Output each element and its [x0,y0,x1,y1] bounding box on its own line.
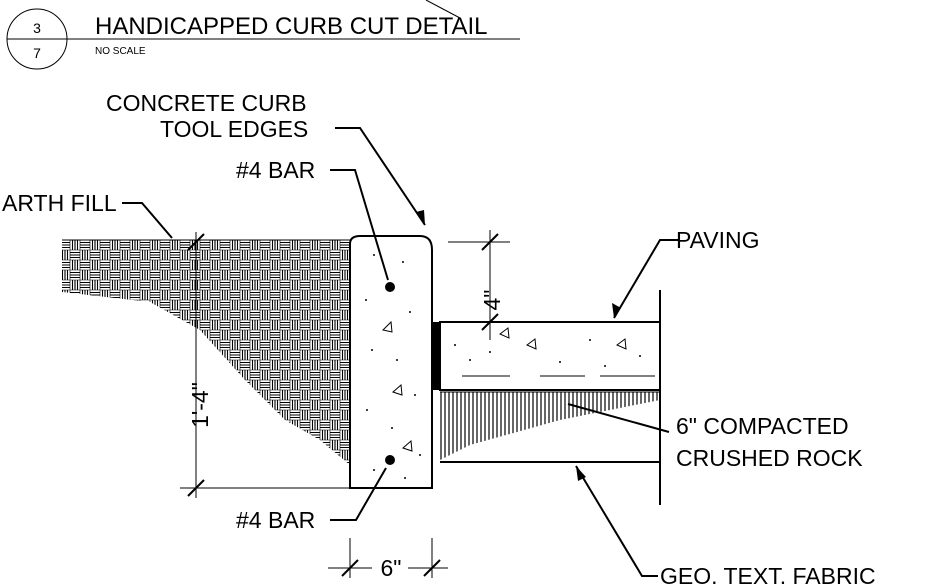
leader-bar-top [330,169,389,281]
paving-depth-value: 4" [479,290,505,311]
label-bar-bottom: #4 BAR [236,507,315,533]
earth-fill-hatch [62,240,350,465]
curb-concrete-aggregate [365,254,421,479]
paving-slab [439,321,661,391]
detail-title: HANDICAPPED CURB CUT DETAIL [95,13,488,40]
leaders [122,127,678,577]
leader-crushed-rock [567,403,670,433]
curb-height-value: 1'-4" [187,382,213,428]
crushed-rock-base [440,392,660,460]
curb-aggregate-triangles [382,320,413,452]
title-block: 3 7 HANDICAPPED CURB CUT DETAIL NO SCALE [6,8,520,70]
bubble-sheet-number: 7 [33,45,41,61]
leader-concrete-curb [335,127,426,226]
label-compacted: 6" COMPACTED [676,413,849,439]
label-paving: PAVING [676,227,760,253]
leader-paving [613,239,678,319]
label-earth-fill: ARTH FILL [2,190,117,216]
dimension-curb-height: 1'-4" [180,232,350,498]
rebar-top [385,282,395,292]
label-bar-top: #4 BAR [236,157,315,183]
paving-aggregate [454,327,655,377]
dimension-paving-depth: 4" [448,230,510,340]
label-tool-edges: TOOL EDGES [160,116,308,142]
label-concrete-curb: CONCRETE CURB [106,90,307,116]
scale-note: NO SCALE [95,46,146,57]
leader-earth-fill [122,202,173,239]
concrete-curb [349,235,433,489]
label-geo-fabric: GEO. TEXT. FABRIC [660,563,876,588]
rebar-bottom [385,455,395,465]
stray-leader-line [425,0,461,19]
dimension-curb-width: 6" [328,538,448,581]
leader-bar-bottom [330,467,387,521]
curb-width-value: 6" [381,555,402,581]
leader-geo-fabric [575,465,658,577]
expansion-joint [432,322,440,390]
bubble-detail-number: 3 [33,20,41,36]
label-crushed-rock: CRUSHED ROCK [676,445,863,471]
